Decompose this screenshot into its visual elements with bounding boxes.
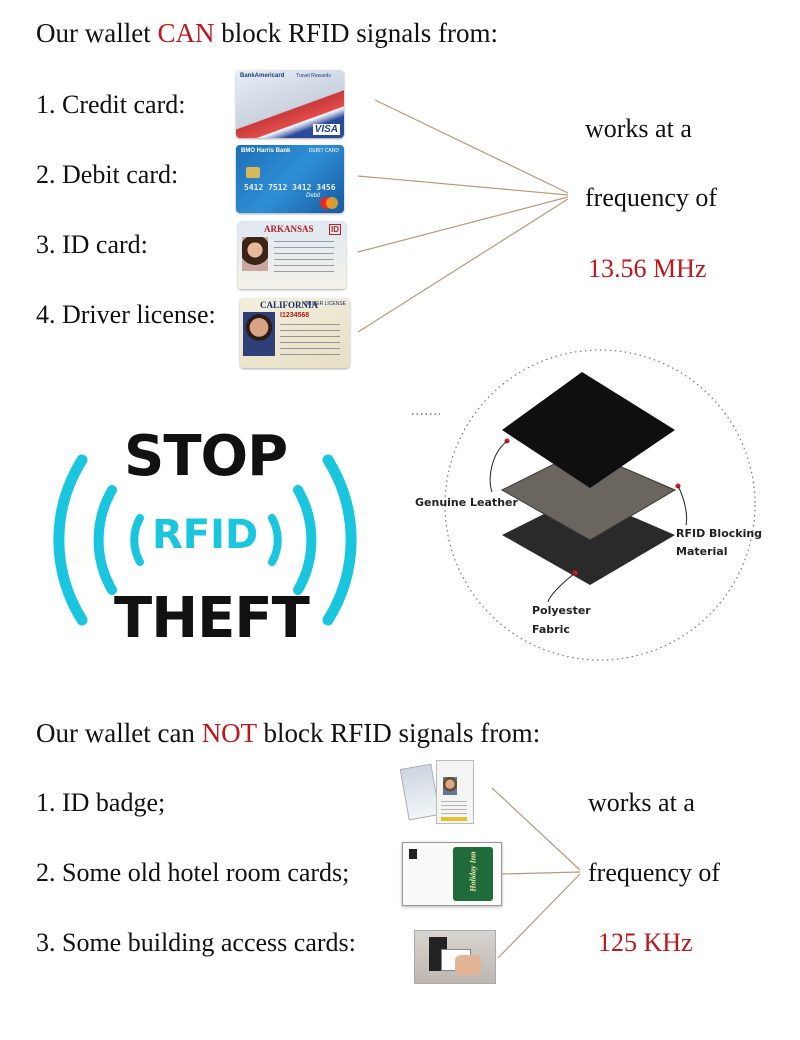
- credit-card-brand: BankAmericard: [240, 73, 285, 79]
- chip-icon: [246, 167, 260, 178]
- label-polyester-1: Polyester: [532, 604, 591, 617]
- license-type: DRIVER LICENSE: [304, 301, 346, 307]
- debit-card-label: Debit: [305, 193, 320, 199]
- bottom-connector-lines: [491, 787, 581, 959]
- id-card-flag: ID: [329, 224, 341, 235]
- mastercard-icon: [320, 197, 338, 209]
- top-item-id: 3. ID card:: [36, 230, 148, 259]
- debit-card-type: DEBIT CARD: [308, 148, 339, 154]
- stop-rfid-theft-logo: STOP RFID THEFT: [40, 420, 370, 660]
- bottom-heading: Our wallet can NOT block RFID signals fr…: [36, 718, 540, 749]
- building-access-card-image: [414, 930, 496, 984]
- id-photo-avatar: [242, 237, 268, 271]
- bottom-side-line2: frequency of: [588, 858, 721, 887]
- debit-card-image: BMO Harris Bank DEBIT CARD 5412 7512 341…: [236, 145, 344, 213]
- top-side-line1: works at a: [585, 114, 692, 143]
- top-connector-lines: [357, 99, 569, 333]
- label-polyester-2: Fabric: [532, 623, 570, 636]
- top-heading-post: block RFID signals from:: [214, 18, 498, 48]
- bottom-item-badge: 1. ID badge;: [36, 788, 166, 817]
- id-card-text-lines: [274, 241, 334, 277]
- bottom-heading-post: block RFID signals from:: [256, 718, 541, 748]
- connector-debit: [357, 175, 569, 196]
- connector-building: [497, 873, 581, 959]
- top-item-credit: 1. Credit card:: [36, 90, 186, 119]
- license-number: I1234568: [280, 312, 310, 319]
- connector-id: [357, 196, 569, 253]
- hotel-card-image: Holiday Inn: [402, 842, 502, 906]
- label-rfid-blocking-2: Material: [676, 545, 728, 558]
- id-card-image: ARKANSAS ID: [238, 221, 346, 289]
- credit-card-image: BankAmericard Travel Rewards VISA: [236, 70, 344, 138]
- license-text-lines: [280, 324, 340, 360]
- visa-logo: VISA: [312, 124, 340, 135]
- bottom-heading-emphasis: NOT: [201, 718, 257, 748]
- bottom-frequency: 125 KHz: [598, 928, 693, 957]
- top-item-license: 4. Driver license:: [36, 300, 216, 329]
- label-rfid-blocking-1: RFID Blocking: [676, 527, 763, 540]
- rfid-text: RFID: [152, 512, 259, 558]
- connector-badge: [491, 787, 581, 871]
- theft-text: THEFT: [114, 586, 310, 651]
- bottom-item-hotel: 2. Some old hotel room cards;: [36, 858, 350, 887]
- layer-diagram-graphic: [412, 349, 756, 661]
- connector-license: [357, 198, 569, 333]
- hotel-card-logo-icon: [409, 849, 417, 859]
- id-badge-image: [399, 758, 486, 830]
- top-heading-pre: Our wallet: [36, 18, 158, 48]
- layer-diagram: Genuine Leather RFID Blocking Material P…: [410, 340, 790, 680]
- license-photo-avatar: [243, 312, 275, 356]
- license-state: CALIFORNIA: [260, 300, 319, 310]
- top-item-debit: 2. Debit card:: [36, 160, 179, 189]
- stop-text: STOP: [124, 424, 288, 489]
- connector-credit: [374, 99, 569, 194]
- top-side-line2: frequency of: [585, 183, 718, 212]
- connector-hotel: [501, 871, 581, 875]
- debit-card-bank: BMO Harris Bank: [241, 148, 291, 154]
- top-frequency: 13.56 MHz: [588, 254, 707, 283]
- bottom-item-building: 3. Some building access cards:: [36, 928, 356, 957]
- driver-license-image: CALIFORNIA DRIVER LICENSE I1234568: [240, 298, 350, 368]
- top-heading-emphasis: CAN: [157, 18, 215, 48]
- bottom-side-line1: works at a: [588, 788, 695, 817]
- bottom-heading-pre: Our wallet can: [36, 718, 202, 748]
- debit-card-number: 5412 7512 3412 3456: [244, 183, 336, 192]
- label-genuine-leather: Genuine Leather: [415, 496, 518, 509]
- credit-card-subtitle: Travel Rewards: [296, 73, 331, 79]
- signal-waves-icon: [53, 454, 357, 626]
- top-heading: Our wallet CAN block RFID signals from:: [36, 18, 498, 49]
- id-card-state: ARKANSAS: [264, 224, 314, 234]
